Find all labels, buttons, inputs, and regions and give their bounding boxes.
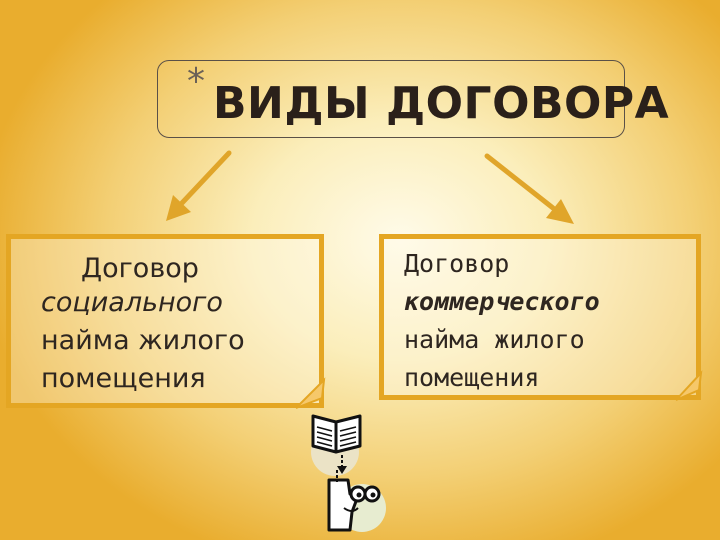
title-box <box>157 60 625 138</box>
card-right-line-2: коммерческого <box>404 287 600 316</box>
book-icon <box>311 414 362 476</box>
arrow-left <box>166 150 232 221</box>
card-right-line-1: Договор <box>404 249 510 278</box>
person-reading-icon <box>327 470 386 532</box>
card-left-line-3: найма жилого <box>41 325 245 356</box>
card-commercial-lease: Договор коммерческого найма жилого помещ… <box>379 234 701 400</box>
arrow-right <box>484 153 574 224</box>
card-left-line-2: социального <box>41 287 223 318</box>
page-curl-right <box>675 370 703 401</box>
card-right-line-3: найма жилого <box>404 325 585 354</box>
card-right-line-4: помещения <box>404 363 540 392</box>
card-left-line-1: Договор <box>81 253 199 284</box>
title-bullet: * <box>187 61 205 102</box>
page-curl-left <box>295 377 326 409</box>
card-left-line-4: помещения <box>41 363 206 394</box>
page-title: ВИДЫ ДОГОВОРА <box>213 78 670 129</box>
card-social-lease: Договор социального найма жилого помещен… <box>6 234 324 408</box>
